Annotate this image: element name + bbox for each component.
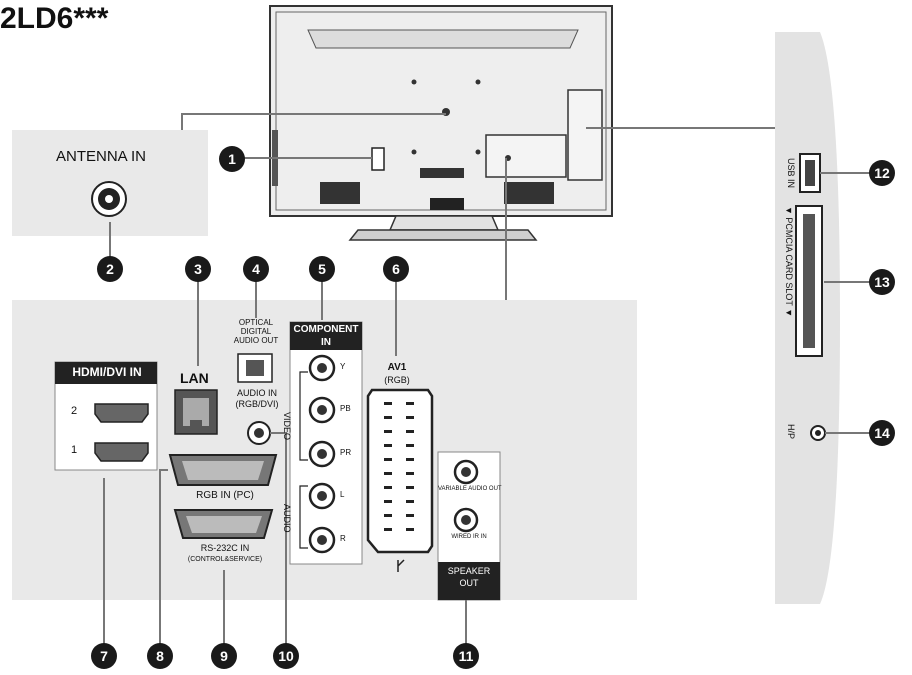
tv-back-view xyxy=(269,5,613,241)
wired-ir-in-label: WIRED IR IN xyxy=(451,534,487,540)
callout-10: 10 xyxy=(273,643,299,669)
audio-in-rgb-dvi-label: AUDIO IN (RGB/DVI) xyxy=(235,388,279,409)
callout-9: 9 xyxy=(211,643,237,669)
audio-label: AUDIO xyxy=(282,504,292,533)
hdmi-port-2-label: 2 xyxy=(71,405,78,417)
model-title: 2LD6*** xyxy=(0,2,109,35)
component-y-label: Y xyxy=(340,362,346,371)
scart-pins xyxy=(384,402,414,531)
optical-digital-audio-out-label: OPTICAL DIGITAL AUDIO OUT xyxy=(233,318,279,345)
callout-4: 4 xyxy=(243,256,269,282)
video-label: VIDEO xyxy=(282,412,292,441)
antenna-panel xyxy=(12,130,208,236)
callout-7: 7 xyxy=(91,643,117,669)
rs232c-in-label: RS-232C IN (CONTROL&SERVICE) xyxy=(187,543,263,563)
hdmi-dvi-in-label: HDMI/DVI IN xyxy=(72,365,142,379)
callout-1: 1 xyxy=(219,146,245,172)
component-pb-label: PB xyxy=(340,404,351,413)
antenna-in-label: ANTENNA IN xyxy=(56,148,147,165)
callout-6: 6 xyxy=(383,256,409,282)
callout-3: 3 xyxy=(185,256,211,282)
component-in-label: COMPONENT IN xyxy=(293,324,359,348)
leader-lines xyxy=(103,113,872,646)
side-jack-panel xyxy=(775,32,840,604)
rgb-in-pc-label: RGB IN (PC) xyxy=(196,490,254,501)
component-r-label: R xyxy=(340,534,346,543)
hdmi-port-1-label: 1 xyxy=(71,444,78,456)
callout-12: 12 xyxy=(869,160,895,186)
callout-8: 8 xyxy=(147,643,173,669)
usb-in-label: USB IN xyxy=(786,158,796,189)
pcmcia-card-slot-label: ▼ PCMCIA CARD SLOT ▼ xyxy=(784,206,794,318)
callout-11: 11 xyxy=(453,643,479,669)
callout-5: 5 xyxy=(309,256,335,282)
callout-13: 13 xyxy=(869,269,895,295)
lan-label: LAN xyxy=(180,370,209,386)
av1-rgb-label: AV1 (RGB) xyxy=(384,362,410,385)
callout-2: 2 xyxy=(97,256,123,282)
component-l-label: L xyxy=(340,490,345,499)
component-pr-label: PR xyxy=(340,448,352,457)
speaker-out-label: SPEAKER OUT xyxy=(447,566,491,588)
variable-audio-out-label: VARIABLE AUDIO OUT xyxy=(438,486,502,492)
rear-jack-panel xyxy=(12,300,637,601)
headphone-label: H/P xyxy=(786,424,796,440)
callout-14: 14 xyxy=(869,420,895,446)
